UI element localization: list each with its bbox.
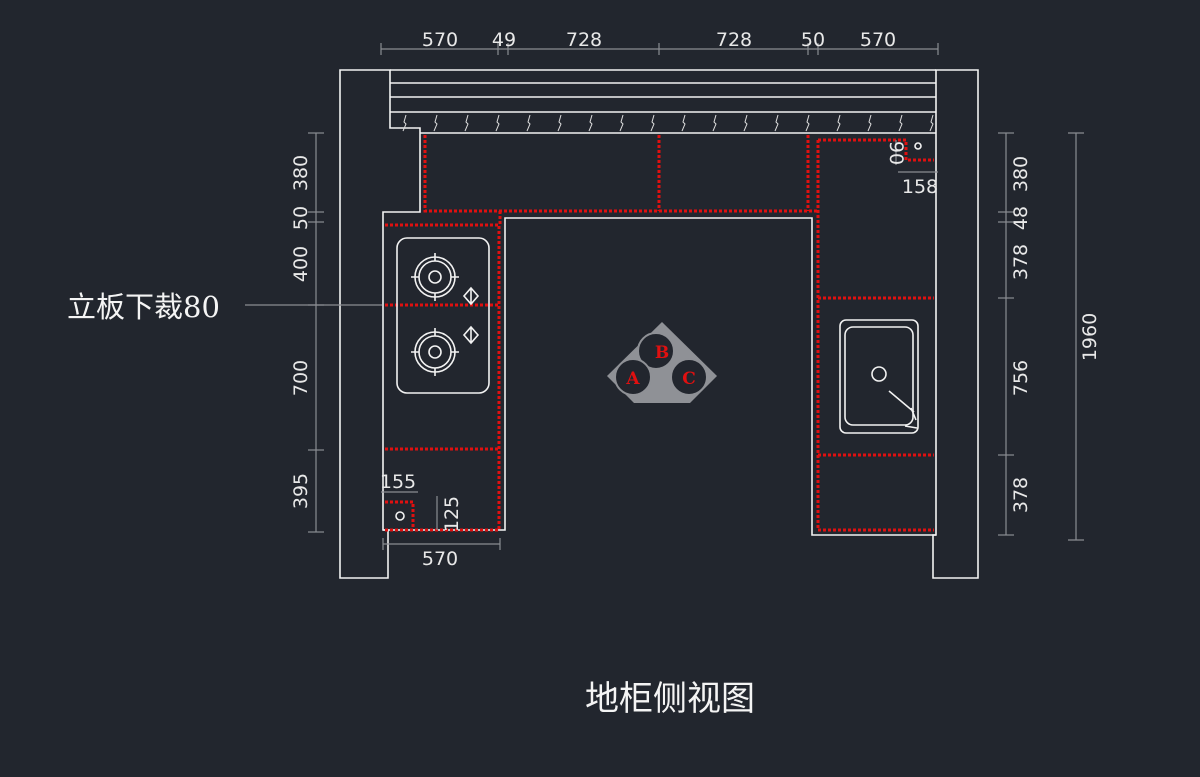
upper-band bbox=[390, 69, 936, 134]
dim-label: 155 bbox=[380, 471, 416, 493]
countertop-edge-mark bbox=[619, 114, 624, 132]
gas-stove bbox=[396, 237, 490, 394]
countertop-edge-mark bbox=[464, 114, 469, 132]
countertop-edge-mark bbox=[495, 114, 500, 132]
panel-cut-note: 立板下裁80 bbox=[67, 290, 220, 324]
total-dim-label: 1960 bbox=[1079, 313, 1101, 361]
countertop-edge-mark bbox=[433, 114, 438, 132]
symbol-label-b: B bbox=[655, 343, 669, 363]
countertop-edge-mark bbox=[588, 114, 593, 132]
dim-label: 158 bbox=[902, 176, 938, 198]
drawing-title: 地柜侧视图 bbox=[585, 679, 755, 719]
countertop-outline bbox=[383, 217, 936, 536]
dim-label: 400 bbox=[290, 246, 312, 282]
bottom-dim-label: 570 bbox=[422, 548, 458, 570]
sink bbox=[839, 319, 919, 434]
dim-label: 50 bbox=[290, 206, 312, 230]
pipe-hole-left bbox=[395, 511, 405, 521]
detail-dimensions: 155 125 570 90 158 bbox=[380, 140, 938, 570]
dim-label: 380 bbox=[290, 155, 312, 191]
right-dimensions: 380 48 378 756 378 1960 bbox=[998, 132, 1101, 541]
countertop-edge-mark bbox=[650, 114, 655, 132]
dim-label: 728 bbox=[566, 29, 602, 51]
top-dimensions: 570 49 728 728 50 570 bbox=[380, 29, 939, 55]
dim-label: 570 bbox=[860, 29, 896, 51]
dim-label: 378 bbox=[1010, 244, 1032, 280]
dim-label: 378 bbox=[1010, 477, 1032, 513]
dim-label: 756 bbox=[1010, 360, 1032, 396]
countertop-edge-mark bbox=[743, 114, 748, 132]
countertop-edge-mark bbox=[712, 114, 717, 132]
left-wall bbox=[339, 69, 421, 579]
countertop-edge-mark bbox=[929, 114, 934, 132]
countertop-edge-mark bbox=[681, 114, 686, 132]
countertop-edge-mark bbox=[805, 114, 810, 132]
dim-label: 700 bbox=[290, 360, 312, 396]
dim-label: 50 bbox=[801, 29, 825, 51]
countertop-edge-mark bbox=[557, 114, 562, 132]
dim-label: 728 bbox=[716, 29, 752, 51]
countertop-edge-mark bbox=[898, 114, 903, 132]
right-wall bbox=[932, 69, 979, 579]
countertop-edge-mark bbox=[867, 114, 872, 132]
dim-label: 49 bbox=[492, 29, 516, 51]
dim-label: 90 bbox=[885, 141, 907, 165]
left-dimensions: 380 50 400 700 395 bbox=[290, 132, 324, 533]
burner-icon bbox=[411, 253, 459, 301]
burner-icon bbox=[411, 328, 459, 376]
symbol-label-a: A bbox=[625, 369, 640, 389]
knob-icon bbox=[462, 325, 480, 345]
pipe-hole-right bbox=[914, 142, 922, 150]
countertop-edge-mark bbox=[836, 114, 841, 132]
dim-label: 395 bbox=[290, 473, 312, 509]
dim-label: 48 bbox=[1010, 206, 1032, 230]
dim-label: 125 bbox=[441, 496, 463, 532]
countertop-edge-mark bbox=[402, 114, 407, 132]
knob-icon bbox=[462, 286, 480, 306]
faucet-icon bbox=[888, 390, 918, 429]
dim-label: 380 bbox=[1010, 156, 1032, 192]
dim-label: 570 bbox=[422, 29, 458, 51]
abc-work-triangle-symbol: A B C bbox=[607, 322, 717, 403]
symbol-label-c: C bbox=[682, 369, 696, 389]
countertop-edge-mark bbox=[774, 114, 779, 132]
countertop-edge-mark bbox=[526, 114, 531, 132]
cabinet-carcass-lines bbox=[385, 135, 934, 532]
